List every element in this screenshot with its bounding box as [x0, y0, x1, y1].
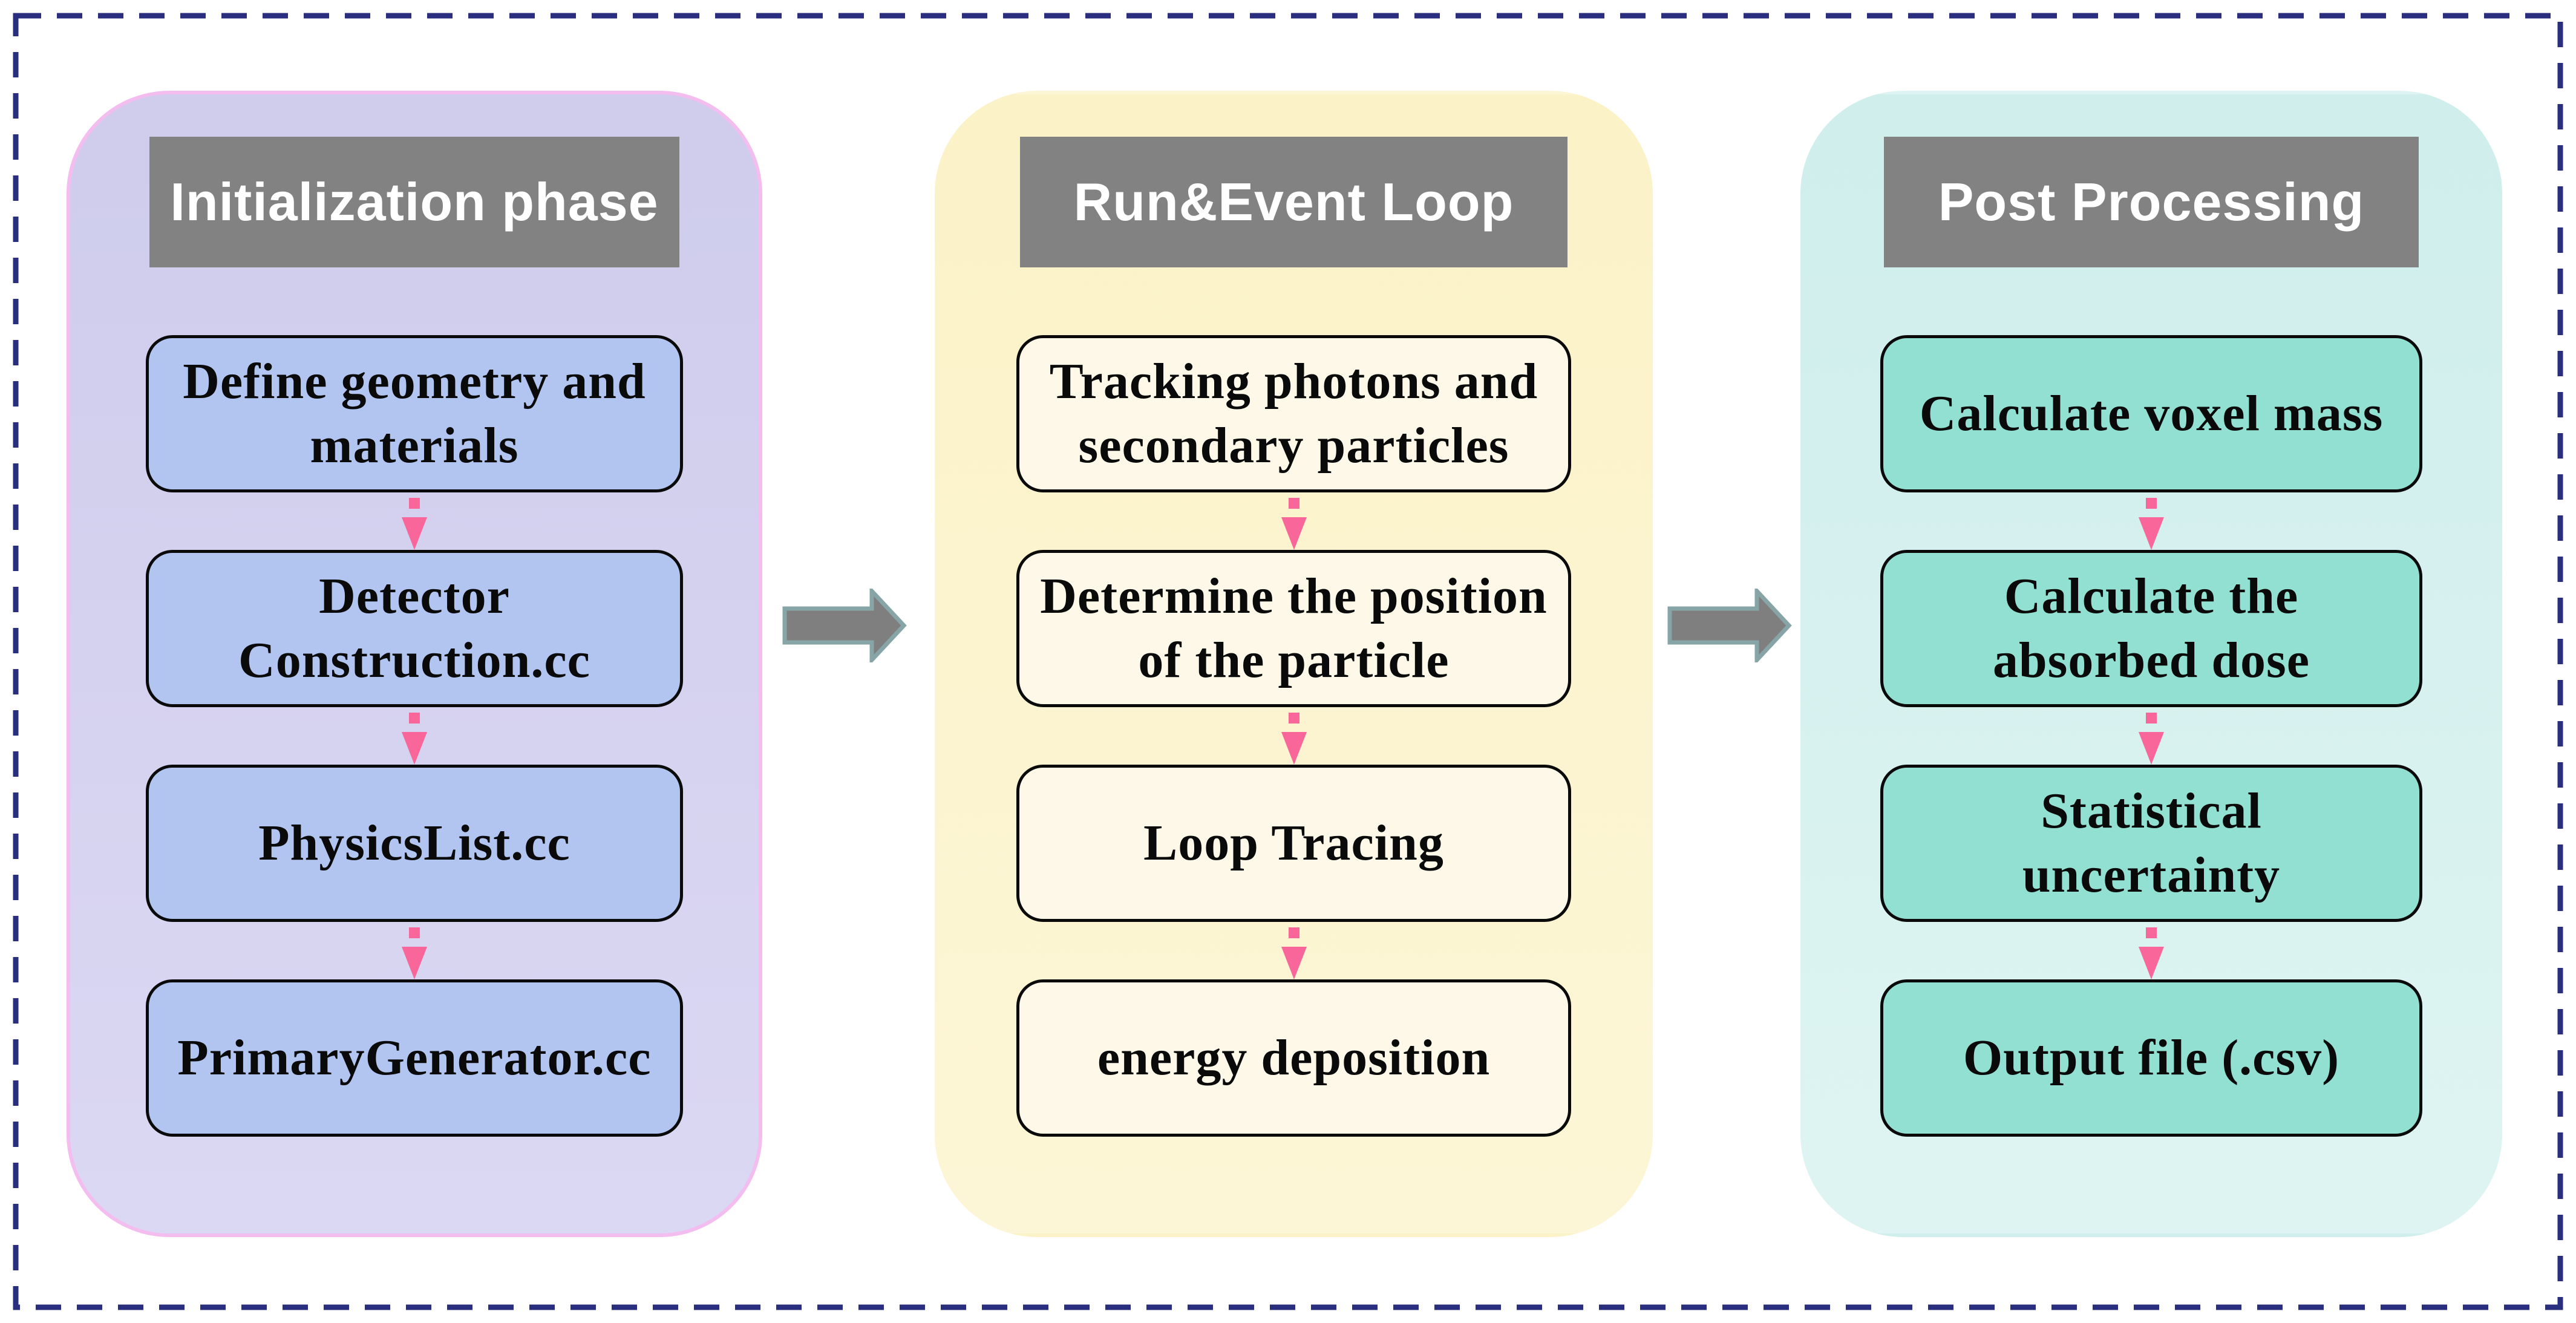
box-define-geometry: Define geometry and materials [146, 335, 683, 492]
box-loop-tracing: Loop Tracing [1016, 765, 1571, 922]
box-text: materials [310, 417, 519, 474]
box-text: Output file (.csv) [1963, 1030, 2340, 1086]
box-text: Calculate the [2004, 568, 2299, 624]
box-text: absorbed dose [1992, 632, 2310, 688]
box-text: energy deposition [1097, 1030, 1491, 1086]
box-output-file: Output file (.csv) [1880, 979, 2422, 1137]
step-connector [400, 922, 428, 979]
box-text: Tracking photons and [1049, 353, 1538, 410]
step-connector [400, 707, 428, 765]
down-arrow-icon [1281, 713, 1307, 765]
right-block-arrow-icon [782, 586, 907, 665]
box-detector-construction: Detector Construction.cc [146, 550, 683, 707]
box-text: Define geometry and [183, 353, 646, 410]
box-statistical-uncertainty: Statistical uncertainty [1880, 765, 2422, 922]
step-connector [400, 492, 428, 550]
panel-run-event-loop: Run&Event Loop Tracking photons and seco… [935, 91, 1653, 1237]
box-calculate-absorbed-dose: Calculate the absorbed dose [1880, 550, 2422, 707]
step-connector [2137, 707, 2165, 765]
right-block-arrow-icon [1667, 586, 1792, 665]
header-run-event-loop: Run&Event Loop [1020, 137, 1568, 267]
down-arrow-icon [2139, 713, 2164, 765]
down-arrow-icon [1281, 927, 1307, 979]
box-text: of the particle [1138, 632, 1450, 688]
box-text: PrimaryGenerator.cc [177, 1030, 652, 1086]
down-arrow-icon [402, 713, 427, 765]
header-post-processing: Post Processing [1884, 137, 2419, 267]
box-calculate-voxel-mass: Calculate voxel mass [1880, 335, 2422, 492]
box-determine-position: Determine the position of the particle [1016, 550, 1571, 707]
down-arrow-icon [1281, 498, 1307, 550]
box-text: Construction.cc [238, 632, 590, 688]
down-arrow-icon [2139, 927, 2164, 979]
box-physics-list: PhysicsList.cc [146, 765, 683, 922]
step-connector [1280, 492, 1308, 550]
box-text: Statistical [2041, 783, 2262, 839]
step-connector [2137, 492, 2165, 550]
box-text: secondary particles [1078, 417, 1509, 474]
box-text: PhysicsList.cc [258, 815, 570, 871]
box-primary-generator: PrimaryGenerator.cc [146, 979, 683, 1137]
down-arrow-icon [402, 927, 427, 979]
box-energy-deposition: energy deposition [1016, 979, 1571, 1137]
panel-post-processing: Post Processing Calculate voxel mass Cal… [1800, 91, 2502, 1237]
box-text: Loop Tracing [1143, 815, 1444, 871]
box-text: uncertainty [2022, 847, 2281, 903]
down-arrow-icon [2139, 498, 2164, 550]
step-connector [2137, 922, 2165, 979]
box-text: Calculate voxel mass [1919, 385, 2384, 442]
down-arrow-icon [402, 498, 427, 550]
step-connector [1280, 707, 1308, 765]
step-connector [1280, 922, 1308, 979]
box-tracking-photons: Tracking photons and secondary particles [1016, 335, 1571, 492]
header-initialization-phase: Initialization phase [149, 137, 680, 267]
box-text: Determine the position [1040, 568, 1548, 624]
panel-initialization-phase: Initialization phase Define geometry and… [67, 91, 762, 1237]
box-text: Detector [319, 568, 510, 624]
